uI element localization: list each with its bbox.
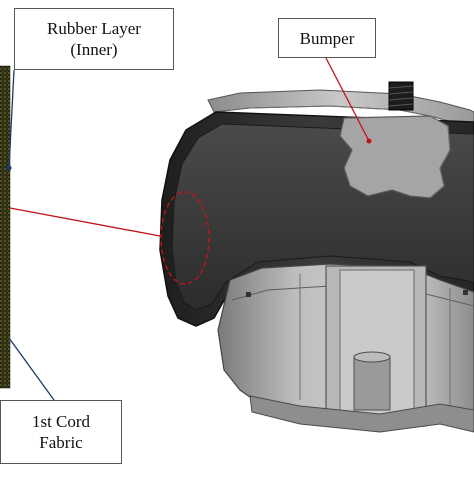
bumper-label-text: Bumper <box>299 28 355 48</box>
leader-line-rubber-layer <box>8 69 15 169</box>
bumper-part <box>339 115 451 199</box>
cord-fabric-strip <box>0 65 11 389</box>
rubber-layer-label-line1: Rubber Layer <box>47 19 141 38</box>
cord-fabric-label: 1st Cord Fabric <box>0 400 122 464</box>
leader-line-bumper <box>325 57 370 142</box>
highlight-ellipse <box>160 191 210 285</box>
rubber-layer-label: Rubber Layer (Inner) <box>14 8 174 70</box>
leader-line-cord-fabric <box>8 337 55 401</box>
cord-fabric-label-line2: Fabric <box>39 433 83 452</box>
rubber-layer-label-line2: (Inner) <box>70 40 118 59</box>
piston-assembly <box>217 263 474 433</box>
leader-line-to-highlight <box>9 207 161 237</box>
rubber-layer-pointer-dot <box>6 165 12 171</box>
bumper-label: Bumper <box>278 18 376 58</box>
stud-bolt <box>388 81 414 111</box>
cord-fabric-label-line1: 1st Cord <box>31 412 91 431</box>
